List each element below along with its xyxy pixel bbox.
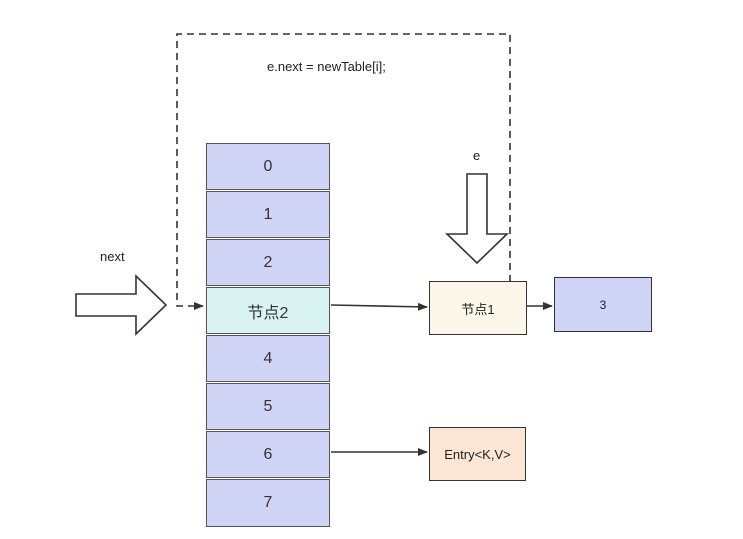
table-slot-7: 7 [206,479,330,527]
table-slot-2: 2 [206,239,330,286]
table-slot-1: 1 [206,191,330,238]
next-pointer-arrow [75,274,168,336]
table-slot-3: 节点2 [206,287,330,334]
e-pointer-arrow [445,173,509,265]
dashed-loop-arrow [176,33,511,310]
entry-box: Entry<K,V> [429,427,526,481]
e-label: e [473,148,481,163]
node3-box: 3 [554,277,652,332]
next-label: next [100,249,125,264]
table-slot-6: 6 [206,431,330,478]
table-slot-0: 0 [206,143,330,190]
node1-box: 节点1 [429,281,527,335]
code-annotation: e.next = newTable[i]; [267,59,386,74]
table-slot-5: 5 [206,383,330,430]
table-slot-4: 4 [206,335,330,382]
arrow-slot3-to-node1 [330,302,428,311]
